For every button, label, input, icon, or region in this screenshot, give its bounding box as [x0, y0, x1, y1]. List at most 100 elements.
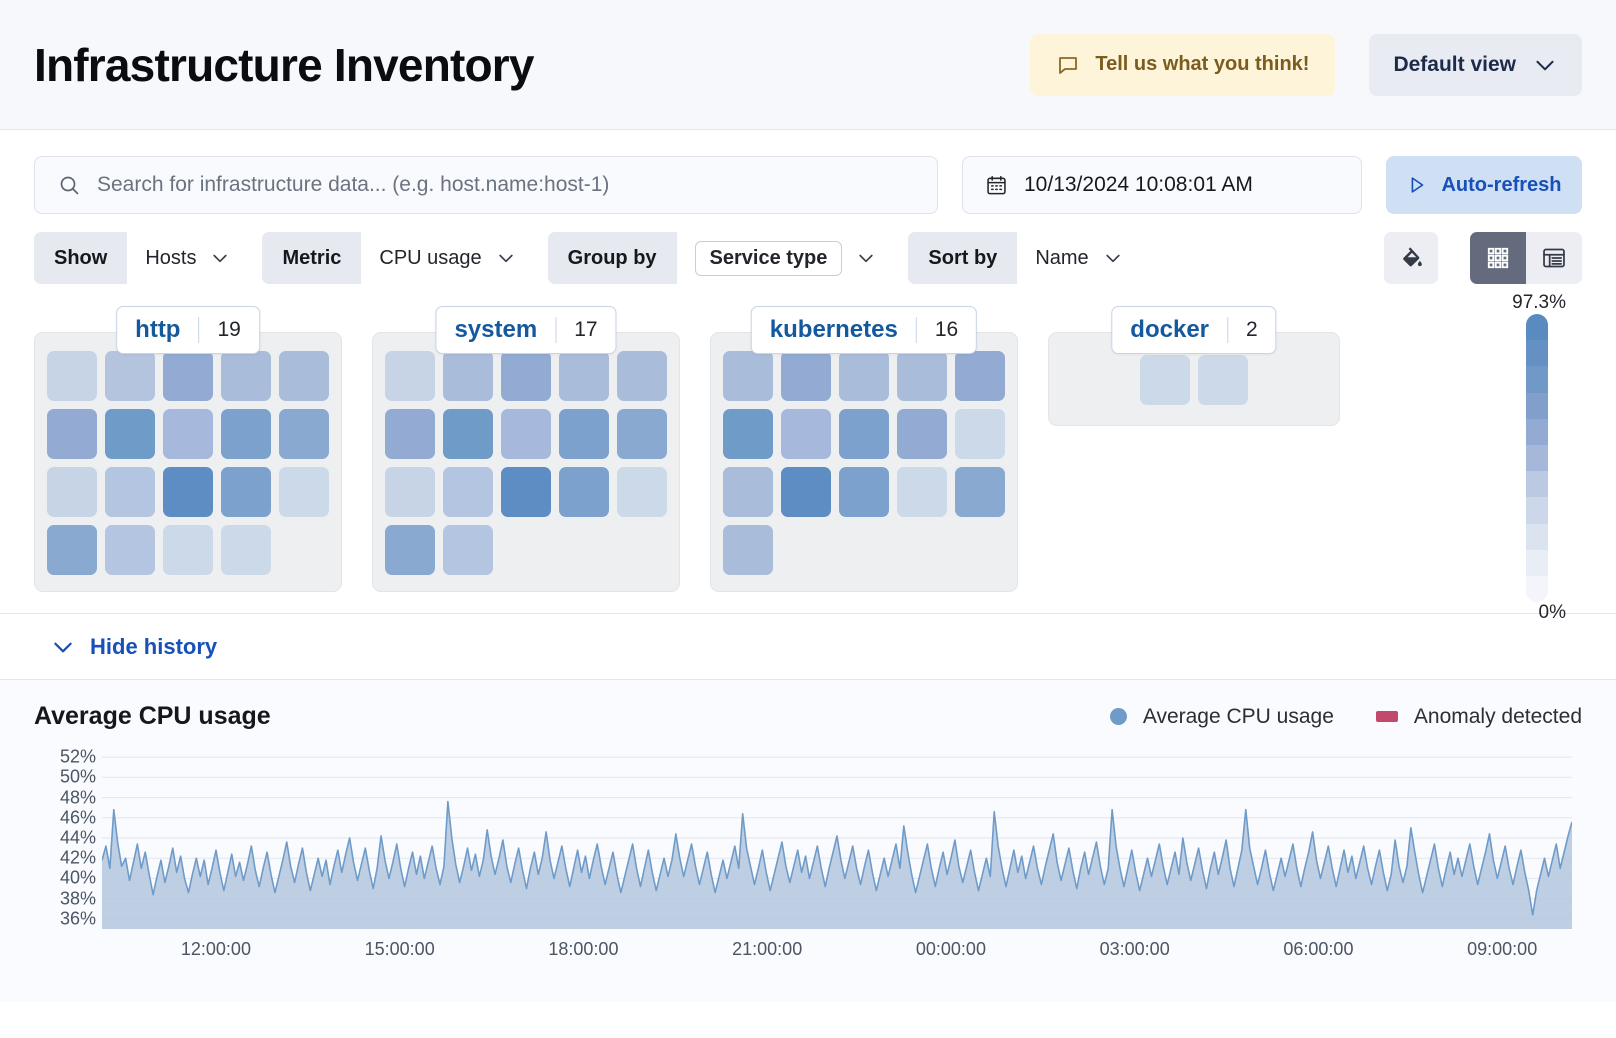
y-axis-tick: 50% — [59, 766, 96, 787]
group-badge[interactable]: kubernetes 16 — [750, 306, 978, 354]
control-show-value-text: Hosts — [145, 246, 197, 269]
host-tile[interactable] — [221, 409, 271, 459]
inventory-waffle-area: http 19 system 17 kubernetes 16 — [0, 284, 1616, 623]
group-badge[interactable]: docker 2 — [1111, 306, 1277, 354]
host-tile[interactable] — [839, 351, 889, 401]
host-tile[interactable] — [955, 409, 1005, 459]
group-name[interactable]: docker — [1130, 316, 1210, 343]
page-header: Infrastructure Inventory Tell us what yo… — [0, 0, 1616, 130]
host-tile[interactable] — [105, 525, 155, 575]
group-name[interactable]: http — [135, 316, 181, 343]
host-tile[interactable] — [385, 409, 435, 459]
legend-gradient — [1526, 314, 1548, 602]
host-tile[interactable] — [443, 467, 493, 517]
legend-marker-circle — [1109, 708, 1127, 725]
group-badge[interactable]: http 19 — [116, 306, 260, 354]
control-metric-value[interactable]: CPU usage — [361, 232, 534, 284]
host-tile[interactable] — [105, 409, 155, 459]
date-picker[interactable]: 10/13/2024 10:08:01 AM — [962, 156, 1362, 214]
legend-color-button[interactable] — [1384, 232, 1438, 284]
host-tile[interactable] — [723, 409, 773, 459]
host-tile[interactable] — [617, 351, 667, 401]
host-tile[interactable] — [1198, 355, 1248, 405]
host-tile[interactable] — [163, 467, 213, 517]
x-axis-tick: 06:00:00 — [1283, 939, 1354, 959]
y-axis-tick: 44% — [59, 827, 96, 848]
calendar-icon — [985, 174, 1008, 197]
host-tile[interactable] — [163, 351, 213, 401]
legend-item-anomaly-detected[interactable]: Anomaly detected — [1375, 704, 1582, 729]
host-tile[interactable] — [559, 351, 609, 401]
chevron-down-icon — [1532, 52, 1558, 78]
tile-grid — [47, 351, 329, 575]
host-tile[interactable] — [279, 409, 329, 459]
legend-item-average-cpu-usage[interactable]: Average CPU usage — [1109, 705, 1334, 729]
toolbar-filter-row: Show Hosts Metric CPU usage Group by Ser… — [34, 232, 1582, 284]
view-selector-label: Default view — [1393, 52, 1516, 76]
host-tile[interactable] — [47, 409, 97, 459]
group-count: 17 — [574, 318, 598, 341]
host-tile[interactable] — [279, 351, 329, 401]
auto-refresh-button[interactable]: Auto-refresh — [1386, 156, 1582, 214]
host-tile[interactable] — [443, 525, 493, 575]
host-tile[interactable] — [279, 467, 329, 517]
chevron-down-icon — [856, 248, 876, 268]
host-tile[interactable] — [163, 525, 213, 575]
host-tile[interactable] — [501, 467, 551, 517]
host-tile[interactable] — [723, 525, 773, 575]
group-body — [34, 332, 342, 592]
group-badge[interactable]: system 17 — [435, 306, 617, 354]
host-tile[interactable] — [955, 467, 1005, 517]
page-title: Infrastructure Inventory — [34, 38, 535, 91]
view-selector[interactable]: Default view — [1369, 33, 1582, 96]
host-tile[interactable] — [839, 409, 889, 459]
host-tile[interactable] — [105, 467, 155, 517]
search-input[interactable]: Search for infrastructure data... (e.g. … — [34, 156, 938, 214]
feedback-button[interactable]: Tell us what you think! — [1030, 33, 1336, 96]
host-tile[interactable] — [501, 351, 551, 401]
host-tile[interactable] — [47, 467, 97, 517]
y-axis-tick: 38% — [59, 888, 96, 909]
group-name[interactable]: system — [454, 316, 538, 343]
group-card-docker: docker 2 — [1048, 306, 1340, 426]
host-tile[interactable] — [443, 409, 493, 459]
host-tile[interactable] — [839, 467, 889, 517]
host-tile[interactable] — [617, 467, 667, 517]
host-tile[interactable] — [105, 351, 155, 401]
legend-label: Anomaly detected — [1413, 704, 1582, 728]
host-tile[interactable] — [559, 467, 609, 517]
host-tile[interactable] — [617, 409, 667, 459]
control-group-by-value[interactable]: Service type — [676, 232, 895, 284]
control-sort-by-value[interactable]: Name — [1017, 232, 1141, 284]
host-tile[interactable] — [897, 351, 947, 401]
host-tile[interactable] — [897, 409, 947, 459]
host-tile[interactable] — [781, 351, 831, 401]
tile-grid — [1061, 355, 1327, 405]
view-mode-grid-button[interactable] — [1470, 232, 1526, 284]
host-tile[interactable] — [781, 467, 831, 517]
hide-history-toggle[interactable]: Hide history — [0, 614, 1616, 680]
host-tile[interactable] — [955, 351, 1005, 401]
chart-series-canvas[interactable] — [102, 747, 1572, 929]
host-tile[interactable] — [897, 467, 947, 517]
host-tile[interactable] — [385, 467, 435, 517]
host-tile[interactable] — [47, 351, 97, 401]
host-tile[interactable] — [559, 409, 609, 459]
host-tile[interactable] — [221, 467, 271, 517]
host-tile[interactable] — [385, 351, 435, 401]
y-axis-tick: 36% — [59, 908, 96, 929]
host-tile[interactable] — [781, 409, 831, 459]
view-mode-table-button[interactable] — [1526, 232, 1582, 284]
host-tile[interactable] — [47, 525, 97, 575]
host-tile[interactable] — [221, 525, 271, 575]
host-tile[interactable] — [385, 525, 435, 575]
group-name[interactable]: kubernetes — [769, 316, 898, 343]
host-tile[interactable] — [221, 351, 271, 401]
host-tile[interactable] — [163, 409, 213, 459]
host-tile[interactable] — [1140, 355, 1190, 405]
host-tile[interactable] — [723, 351, 773, 401]
host-tile[interactable] — [443, 351, 493, 401]
control-show-value[interactable]: Hosts — [127, 232, 249, 284]
host-tile[interactable] — [723, 467, 773, 517]
host-tile[interactable] — [501, 409, 551, 459]
